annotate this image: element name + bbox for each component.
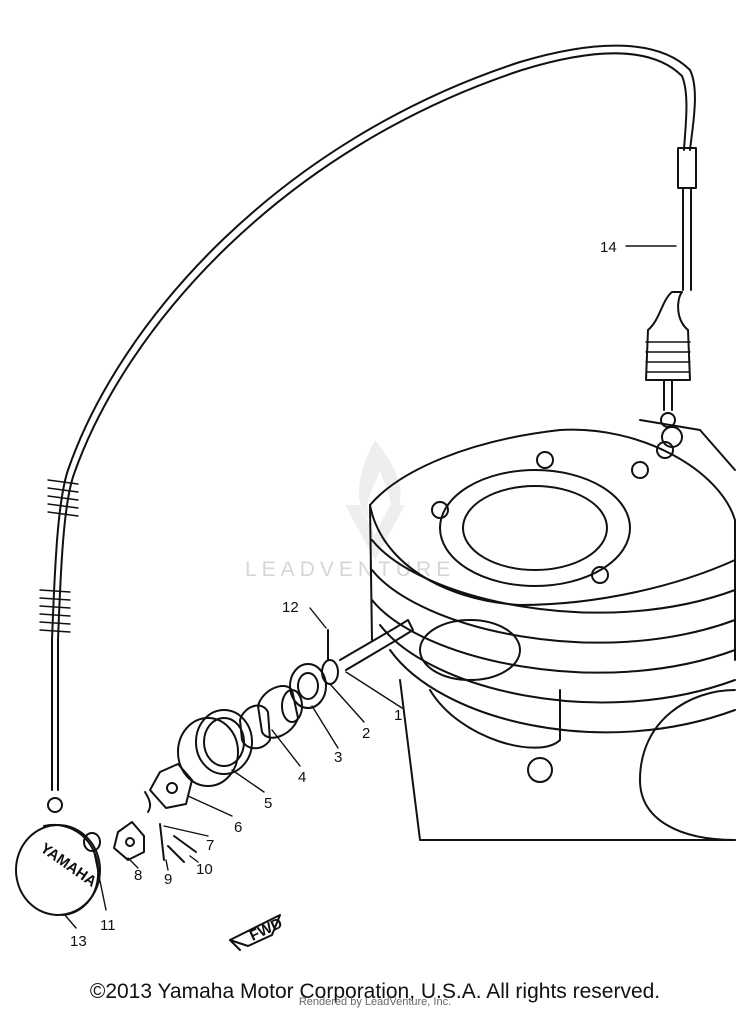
callout-4: 4 bbox=[298, 769, 306, 786]
callout-1: 1 bbox=[394, 707, 402, 724]
throttle-cable bbox=[39, 44, 697, 813]
bolt bbox=[167, 845, 185, 863]
callout-7: 7 bbox=[206, 837, 214, 854]
screw bbox=[173, 835, 197, 853]
callout-3: 3 bbox=[334, 749, 342, 766]
housing bbox=[239, 685, 303, 750]
svg-text:5: 5 bbox=[264, 795, 272, 812]
copyright-notice: ©2013 Yamaha Motor Corporation, U.S.A. A… bbox=[89, 980, 661, 1003]
shaft bbox=[339, 619, 414, 671]
rendered-by-credit: Rendered by LeadVenture, Inc. bbox=[298, 996, 452, 1008]
svg-text:12: 12 bbox=[282, 599, 299, 616]
callout-6: 6 bbox=[234, 819, 242, 836]
svg-text:10: 10 bbox=[196, 861, 213, 878]
callout-12: 12 bbox=[282, 599, 299, 616]
svg-text:2: 2 bbox=[362, 725, 370, 742]
fwd-arrow bbox=[229, 914, 281, 951]
svg-text:4: 4 bbox=[298, 769, 306, 786]
washer bbox=[289, 663, 327, 709]
seal bbox=[321, 659, 339, 685]
svg-text:1: 1 bbox=[394, 707, 402, 724]
callout-9: 9 bbox=[164, 871, 172, 888]
engine-outline bbox=[369, 419, 736, 841]
cap-brand: YAMAHA bbox=[37, 840, 100, 891]
svg-text:8: 8 bbox=[134, 867, 142, 884]
nut bbox=[83, 832, 101, 852]
svg-text:11: 11 bbox=[100, 917, 116, 934]
fwd-label: FWD bbox=[247, 915, 285, 945]
spring bbox=[159, 823, 165, 861]
callout-2: 2 bbox=[362, 725, 370, 742]
callout-8: 8 bbox=[134, 867, 142, 884]
svg-text:13: 13 bbox=[70, 933, 87, 950]
lever bbox=[144, 763, 193, 813]
callout-10: 10 bbox=[196, 861, 213, 878]
watermark-logo bbox=[345, 440, 405, 560]
callout-11: 11 bbox=[100, 917, 116, 934]
svg-text:3: 3 bbox=[334, 749, 342, 766]
cover bbox=[177, 709, 253, 787]
bracket bbox=[113, 821, 145, 861]
callout-5: 5 bbox=[264, 795, 272, 812]
svg-text:9: 9 bbox=[164, 871, 172, 888]
callout-14: 14 bbox=[600, 239, 617, 256]
svg-text:6: 6 bbox=[234, 819, 242, 836]
callout-13: 13 bbox=[70, 933, 87, 950]
svg-text:14: 14 bbox=[600, 239, 617, 256]
svg-text:7: 7 bbox=[206, 837, 214, 854]
leader-lines bbox=[63, 245, 677, 929]
